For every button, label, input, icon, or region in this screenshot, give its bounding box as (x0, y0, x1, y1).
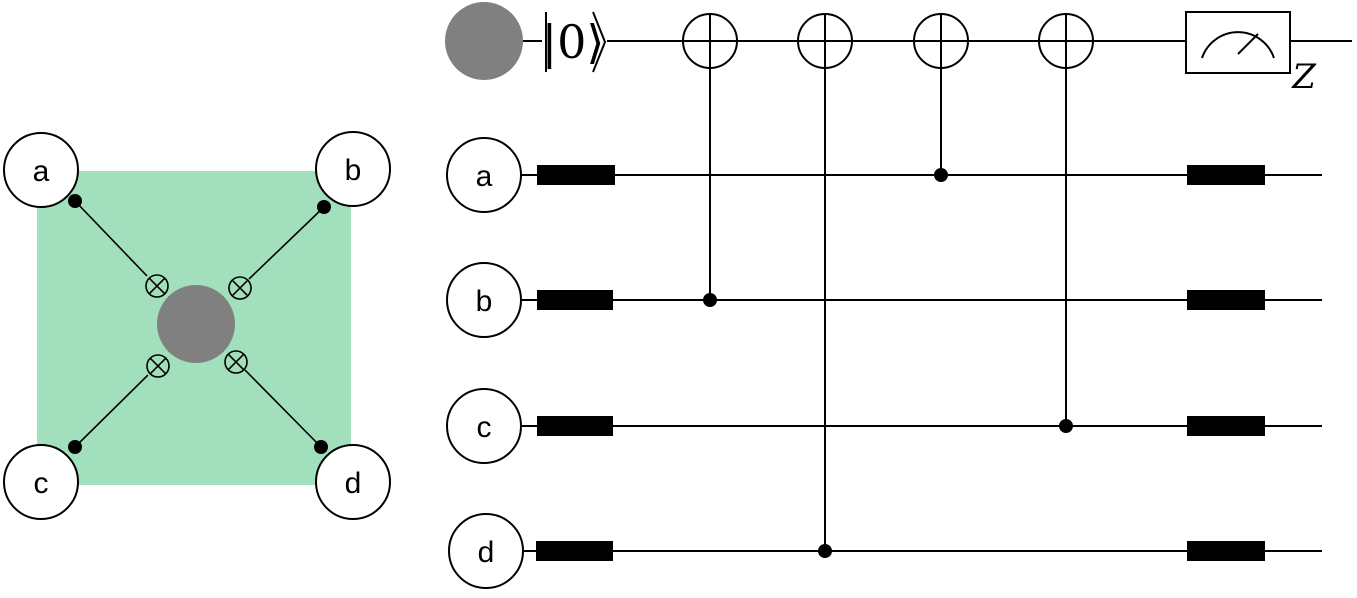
connector-d (244, 369, 322, 448)
post-bar-c (1187, 416, 1265, 436)
control-dot-a (68, 194, 82, 208)
cnot-target (1038, 13, 1094, 69)
ket-zero-label: |0⟩ (542, 15, 605, 69)
corner-label-b: b (345, 154, 362, 187)
cnot-control-a (934, 168, 948, 182)
measurement-meter-icon (1185, 11, 1291, 74)
corner-label-a: a (33, 155, 50, 188)
control-dot-b (317, 200, 331, 214)
pre-bar-d (536, 541, 613, 561)
pre-bar-c (537, 416, 613, 436)
corner-qubit-a: a (3, 132, 79, 208)
post-bar-b (1187, 290, 1265, 310)
connector-a (74, 200, 148, 277)
otimes-icon (228, 276, 252, 300)
otimes-icon (145, 274, 169, 298)
post-bar-a (1187, 165, 1265, 185)
qubit-label-c: c (477, 411, 492, 444)
control-dot-d (314, 440, 328, 454)
corner-qubit-b: b (315, 131, 391, 207)
connector-b (248, 206, 325, 280)
qubit-label-d: d (478, 536, 495, 569)
ancilla-disk (445, 2, 523, 80)
pre-bar-b (537, 290, 613, 310)
qubit-a: a (446, 137, 522, 213)
circuit: |0⟩ (445, 2, 1352, 589)
qubit-c: c (446, 388, 522, 464)
post-bar-d (1187, 541, 1265, 561)
cnot-control-d (818, 544, 832, 558)
cnot-target (797, 13, 853, 69)
corner-label-c: c (34, 467, 49, 500)
qubit-label-b: b (476, 285, 493, 318)
measurement-basis-label: Z (1291, 57, 1317, 97)
cnot-control-c (1059, 419, 1073, 433)
otimes-icon (146, 354, 170, 378)
otimes-icon (224, 350, 248, 374)
corner-label-d: d (345, 467, 362, 500)
qubit-d: d (448, 513, 524, 589)
ket-zero: |0⟩ (542, 11, 607, 73)
qubit-b: b (446, 262, 522, 338)
qubit-label-a: a (476, 160, 493, 193)
cnot-control-b (703, 293, 717, 307)
corner-qubit-d: d (315, 444, 391, 520)
plaquette-ancilla (157, 285, 235, 363)
pre-bar-a (537, 165, 615, 185)
corner-qubit-c: c (3, 444, 79, 520)
plaquette: a b c d (3, 131, 391, 520)
cnot-target (682, 13, 738, 69)
control-dot-c (68, 440, 82, 454)
connector-c (74, 374, 149, 448)
cnot-target (913, 13, 969, 69)
